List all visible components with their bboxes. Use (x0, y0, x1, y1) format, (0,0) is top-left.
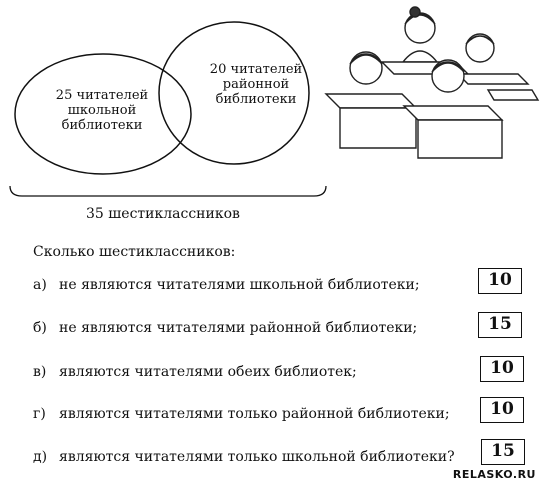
school-library-label: 25 читателей школьной библиотеки (55, 88, 149, 133)
school-library-set (14, 53, 192, 175)
answer-box-c: 10 (480, 356, 524, 382)
answer-row-d: г)являются читателями только районной би… (33, 406, 450, 422)
answer-row-a: а)не являются читателями школьной библио… (33, 277, 420, 293)
answer-row-b: б)не являются читателями районной библио… (33, 320, 418, 336)
total-brace (9, 185, 327, 197)
total-caption: 35 шестиклассников (86, 206, 240, 222)
children-at-desks-illustration (324, 6, 540, 159)
answer-row-c: в)являются читателями обеих библиотек; (33, 364, 357, 380)
venn-diagram (9, 21, 327, 197)
answer-row-e: д)являются читателями только школьной би… (33, 449, 455, 465)
district-library-label: 20 читателей районной библиотеки (209, 62, 303, 107)
answer-box-b: 15 (478, 312, 522, 338)
question-text: Сколько шестиклассников: (33, 244, 236, 260)
answer-box-e: 15 (481, 439, 525, 465)
site-watermark: RELASKO.RU (452, 468, 536, 481)
district-library-set (158, 21, 310, 165)
answer-box-d: 10 (480, 397, 524, 423)
answer-box-a: 10 (478, 268, 522, 294)
